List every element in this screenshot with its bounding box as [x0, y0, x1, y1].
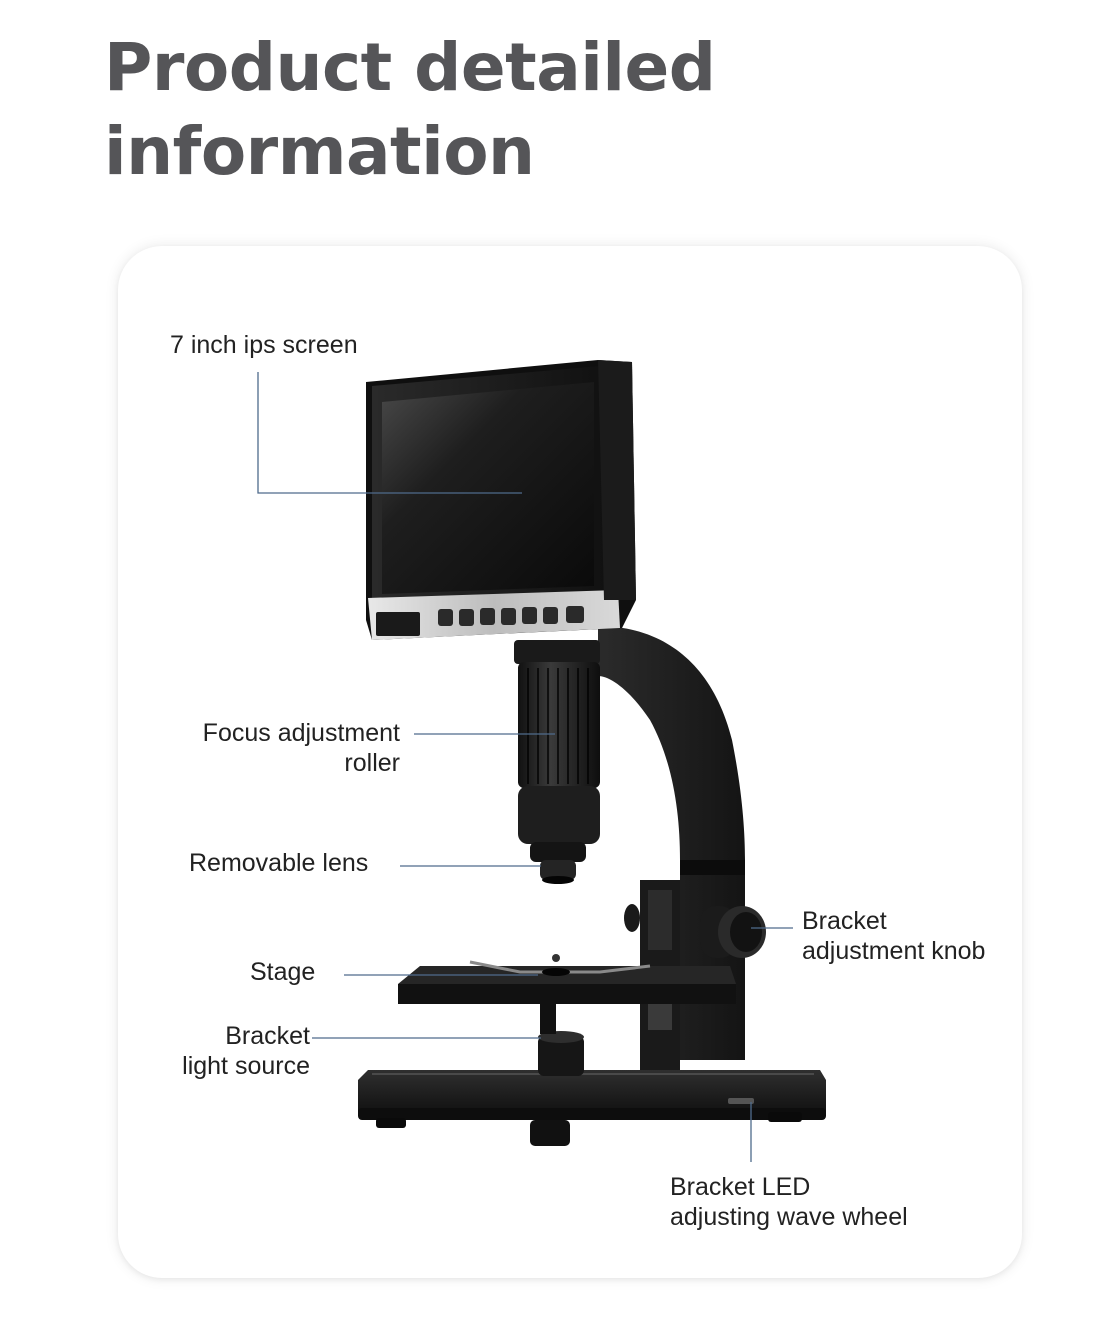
monitor-buttons	[438, 606, 584, 626]
ips-screen	[382, 382, 594, 594]
led-wave-wheel[interactable]	[728, 1098, 754, 1104]
label-focus-line-1: Focus adjustment	[202, 719, 400, 747]
page-title-line-2: information	[104, 113, 535, 190]
microscope-stage	[398, 954, 736, 1034]
label-stage: Stage	[250, 958, 316, 986]
adjustment-knob[interactable]	[624, 904, 766, 958]
label-focus-roller: Focus adjustment roller	[150, 718, 400, 778]
label-ips-screen: 7 inch ips screen	[170, 331, 358, 359]
label-wheel-line-1: Bracket LED	[670, 1173, 811, 1201]
leader-lines	[257, 372, 793, 1162]
label-knob-line-2: adjustment knob	[802, 937, 986, 965]
microscope-base	[358, 1070, 826, 1146]
page-title-line-1: Product detailed	[104, 29, 716, 106]
label-removable-lens: Removable lens	[189, 849, 369, 877]
label-adjustment-knob: Bracket adjustment knob	[802, 906, 985, 966]
light-source	[538, 1031, 584, 1076]
label-light-line-1: Bracket	[225, 1022, 310, 1050]
label-focus-line-2: roller	[344, 749, 400, 777]
label-light-source: Bracket light source	[120, 1021, 310, 1081]
focus-tube	[514, 640, 600, 884]
label-led-wave-wheel: Bracket LED adjusting wave wheel	[670, 1172, 908, 1232]
label-knob-line-1: Bracket	[802, 907, 887, 935]
label-wheel-line-2: adjusting wave wheel	[670, 1203, 908, 1231]
label-light-line-2: light source	[182, 1052, 310, 1080]
display-monitor	[366, 360, 636, 640]
page-title: Product detailed information	[104, 26, 716, 194]
